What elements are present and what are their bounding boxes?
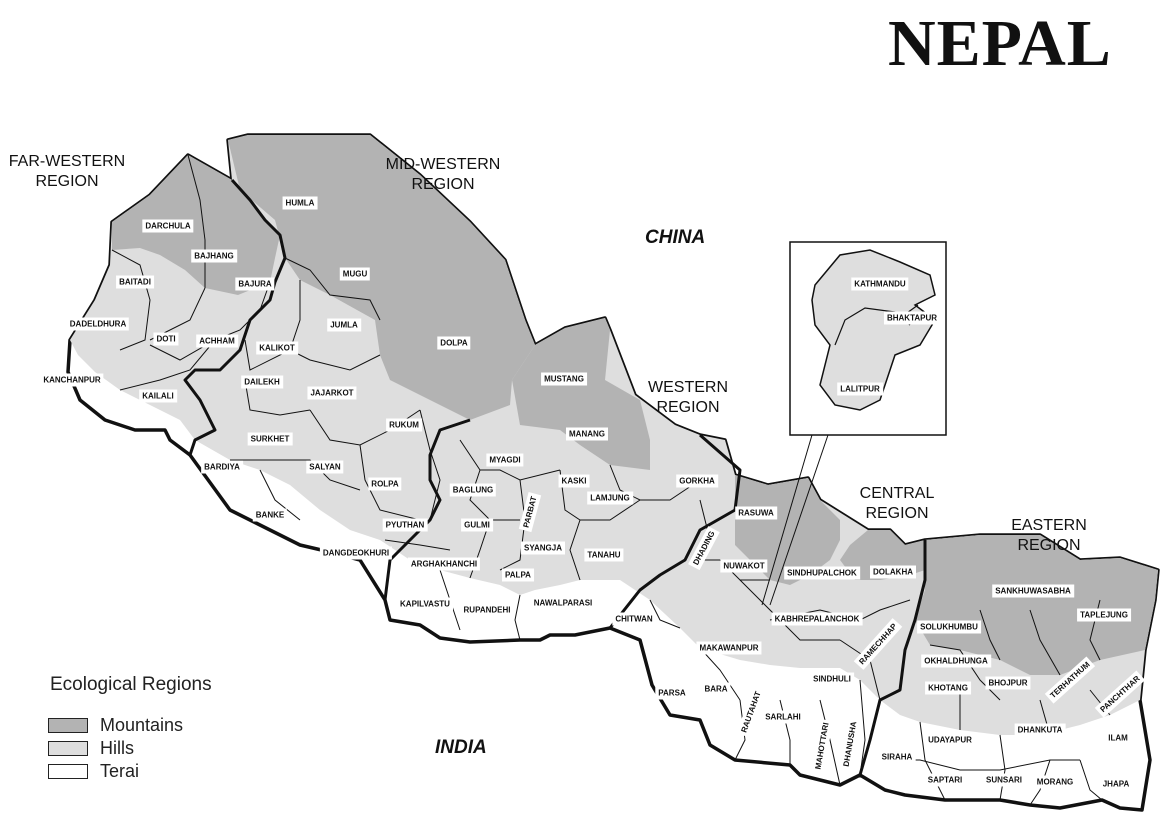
region-boundaries bbox=[183, 178, 927, 776]
mountains-western bbox=[512, 318, 650, 470]
legend-swatch bbox=[48, 740, 88, 756]
district-label: SIRAHA bbox=[878, 750, 916, 764]
mountains-eastern bbox=[915, 535, 1158, 675]
region-label-far-western: FAR-WESTERN REGION bbox=[8, 153, 126, 190]
district-label: SINDHUPALCHOK bbox=[784, 566, 860, 580]
district-label: MYAGDI bbox=[486, 453, 524, 467]
district-label: SUNSARI bbox=[982, 773, 1026, 787]
district-label: MUSTANG bbox=[541, 372, 587, 386]
district-label: UDAYAPUR bbox=[925, 733, 975, 747]
district-label: SAPTARI bbox=[924, 773, 966, 787]
district-label: TANAHU bbox=[584, 548, 624, 562]
district-label: BANKE bbox=[252, 508, 288, 522]
district-label: JUMLA bbox=[327, 318, 361, 332]
legend-label: Terai bbox=[100, 760, 140, 781]
district-label: ARGHAKHANCHI bbox=[407, 557, 481, 571]
district-label: RUKUM bbox=[386, 418, 422, 432]
district-label: ACHHAM bbox=[196, 334, 238, 348]
district-label: OKHALDHUNGA bbox=[921, 654, 991, 668]
district-label: BHOJPUR bbox=[985, 676, 1031, 690]
district-label: BAGLUNG bbox=[449, 483, 497, 497]
district-label: DHANKUTA bbox=[1014, 723, 1066, 737]
district-label: KHOTANG bbox=[925, 681, 971, 695]
district-label: SARLAHI bbox=[762, 710, 804, 724]
district-label: MAKAWANPUR bbox=[696, 641, 762, 655]
district-label: SALYAN bbox=[306, 460, 344, 474]
district-label: PYUTHAN bbox=[382, 518, 428, 532]
legend-item-hills: Hills bbox=[48, 738, 134, 758]
district-label: BAJURA bbox=[235, 277, 275, 291]
legend-swatch bbox=[48, 717, 88, 733]
district-label: DANGDEOKHURI bbox=[319, 546, 393, 560]
district-label: PARSA bbox=[655, 686, 689, 700]
district-label: DAILEKH bbox=[241, 375, 283, 389]
legend-item-terai: Terai bbox=[48, 761, 139, 781]
district-label: JAJARKOT bbox=[307, 386, 357, 400]
district-label: CHITWAN bbox=[612, 612, 656, 626]
district-label: BHAKTAPUR bbox=[883, 311, 941, 325]
district-label: BAJHANG bbox=[191, 249, 237, 263]
district-label: ILAM bbox=[1105, 731, 1131, 745]
district-label: BARA bbox=[701, 682, 731, 696]
district-label: KALIKOT bbox=[256, 341, 298, 355]
district-label: BARDIYA bbox=[201, 460, 243, 474]
district-label: SYANGJA bbox=[521, 541, 565, 555]
district-label: LAMJUNG bbox=[587, 491, 633, 505]
district-label: MUGU bbox=[339, 267, 371, 281]
district-label: TAPLEJUNG bbox=[1077, 608, 1131, 622]
district-label: KABHREPALANCHOK bbox=[771, 612, 863, 626]
district-label: RUPANDEHI bbox=[460, 603, 514, 617]
district-label: PALPA bbox=[502, 568, 534, 582]
district-label: KAPILVASTU bbox=[397, 597, 453, 611]
district-label: SANKHUWASABHA bbox=[992, 584, 1074, 598]
district-label: GULMI bbox=[461, 518, 493, 532]
district-label: GORKHA bbox=[676, 474, 718, 488]
legend-title: Ecological Regions bbox=[50, 674, 212, 695]
district-label: KANCHANPUR bbox=[40, 373, 104, 387]
country-label-china: CHINA bbox=[645, 227, 706, 248]
legend-swatch bbox=[48, 763, 88, 779]
district-label: BAITADI bbox=[116, 275, 154, 289]
region-label-western: WESTERN REGION bbox=[648, 379, 728, 416]
map-title: NEPAL bbox=[888, 7, 1112, 80]
district-label: HUMLA bbox=[282, 196, 318, 210]
district-label: KATHMANDU bbox=[851, 277, 909, 291]
legend-item-mountains: Mountains bbox=[48, 715, 183, 735]
region-label-central: CENTRAL REGION bbox=[859, 485, 935, 522]
legend-label: Mountains bbox=[100, 714, 184, 735]
district-label: DADELDHURA bbox=[66, 317, 130, 331]
district-label: KAILALI bbox=[139, 389, 177, 403]
district-label: MANANG bbox=[566, 427, 608, 441]
legend-label: Hills bbox=[100, 737, 134, 758]
inset-pointer-line-1 bbox=[761, 434, 813, 606]
district-label: DOTI bbox=[153, 332, 179, 346]
district-label: ROLPA bbox=[368, 477, 402, 491]
district-label: NUWAKOT bbox=[720, 559, 768, 573]
country-label-india: INDIA bbox=[435, 737, 487, 758]
district-label: RASUWA bbox=[735, 506, 777, 520]
district-label: SOLUKHUMBU bbox=[917, 620, 981, 634]
district-label: SURKHET bbox=[247, 432, 293, 446]
inset-pointer-line-2 bbox=[769, 434, 829, 606]
district-label: DARCHULA bbox=[142, 219, 194, 233]
district-label: DOLAKHA bbox=[870, 565, 916, 579]
mountains-central bbox=[735, 475, 840, 585]
mountains-far-western bbox=[112, 155, 280, 295]
district-label: NAWALPARASI bbox=[530, 596, 596, 610]
region-label-mid-western: MID-WESTERN REGION bbox=[385, 156, 501, 193]
district-label: DOLPA bbox=[437, 336, 471, 350]
district-label: MORANG bbox=[1033, 775, 1077, 789]
district-label: JHAPA bbox=[1099, 777, 1133, 791]
region-label-eastern: EASTERN REGION bbox=[1011, 517, 1087, 554]
district-label: LALITPUR bbox=[837, 382, 883, 396]
district-label: SINDHULI bbox=[810, 672, 854, 686]
district-label: KASKI bbox=[558, 474, 590, 488]
